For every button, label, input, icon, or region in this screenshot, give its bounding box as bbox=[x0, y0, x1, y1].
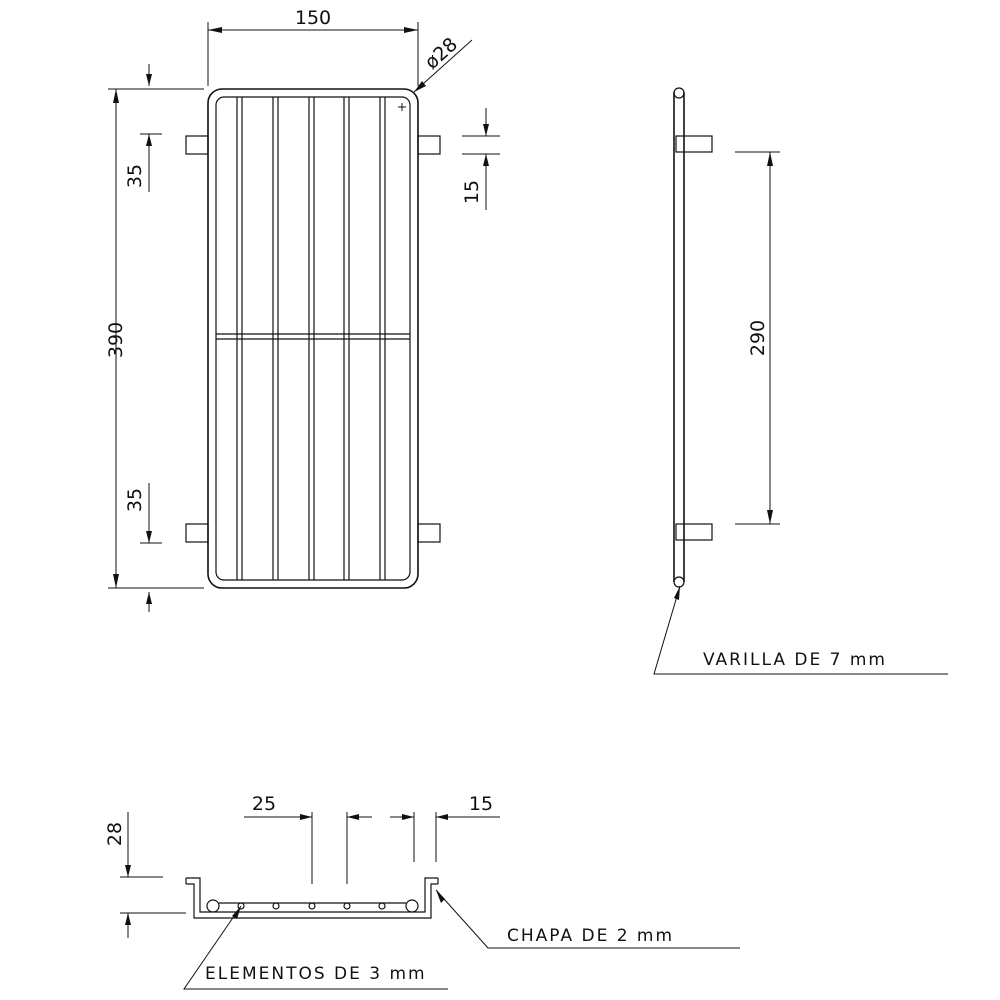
front-view bbox=[185, 88, 441, 589]
dim-section-spacing: 25 bbox=[252, 793, 276, 815]
tray-outer bbox=[186, 877, 438, 913]
tab-bottom-right bbox=[417, 523, 441, 543]
dim-offset-bottom: 35 bbox=[124, 488, 146, 512]
tab-bottom-left bbox=[185, 523, 209, 543]
dim-height-total: 390 bbox=[105, 322, 127, 358]
rod-end-bottom bbox=[673, 576, 685, 588]
side-view: 290 VARILLA DE 7 mm bbox=[653, 87, 948, 675]
dim-section-tab: 15 bbox=[469, 793, 493, 815]
label-sheet: CHAPA DE 2 mm bbox=[507, 926, 674, 946]
tab-top-left bbox=[185, 135, 209, 155]
frame-outer bbox=[207, 88, 419, 589]
side-tab-top bbox=[675, 135, 713, 153]
dim-width-top: 150 bbox=[295, 7, 331, 29]
side-tab-bottom bbox=[675, 523, 713, 541]
dim-tab-width: 15 bbox=[461, 180, 483, 204]
tab-top-right bbox=[417, 135, 441, 155]
front-dimensions: 150 ø28 390 35 35 15 bbox=[105, 7, 500, 612]
dim-offset-top: 35 bbox=[124, 164, 146, 188]
label-elements: ELEMENTOS DE 3 mm bbox=[205, 964, 427, 984]
dim-section-height: 28 bbox=[104, 822, 126, 846]
dim-diameter: ø28 bbox=[421, 33, 462, 73]
label-rod: VARILLA DE 7 mm bbox=[703, 650, 887, 670]
section-view: 28 25 15 CHAPA DE 2 mm ELEMENTOS DE 3 mm bbox=[104, 793, 740, 990]
dim-side-span: 290 bbox=[747, 320, 769, 356]
section-elements bbox=[237, 902, 386, 910]
tray-inner bbox=[186, 883, 438, 919]
rod-end-top bbox=[673, 87, 685, 99]
